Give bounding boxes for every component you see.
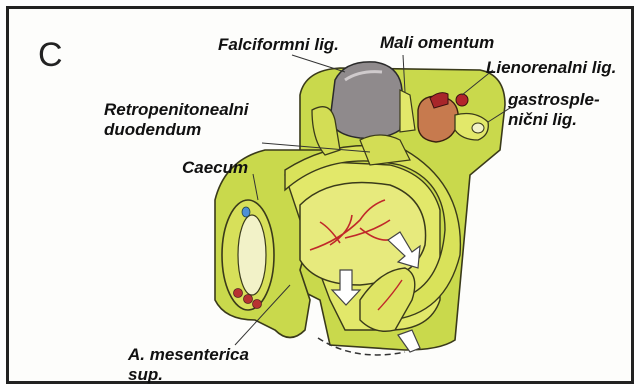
label-caecum: Caecum (182, 158, 248, 177)
label-mesenteric-line1: A. mesenterica (128, 345, 249, 364)
artery-dot-1 (234, 289, 243, 298)
label-duodenum-line1: Retropenitonealni (104, 100, 249, 119)
caecum-dot (242, 207, 250, 217)
leader-falciform (292, 55, 345, 72)
artery-dot-2 (244, 295, 253, 304)
caecum-inner (238, 215, 266, 295)
label-mesenteric-line2: sup. (128, 365, 163, 384)
label-duodenum-line2: duodendum (104, 120, 201, 139)
gastrosplenic-fold (472, 123, 484, 133)
label-gastrosplenic-line2: nični lig. (508, 110, 577, 129)
label-lesser-omentum: Mali omentum (380, 33, 494, 52)
label-gastrosplenic-line1: gastrosple- (508, 90, 600, 109)
kidney-dot (456, 94, 468, 106)
artery-dot-3 (253, 300, 262, 309)
label-lienorenal-ligament: Lienorenalni lig. (486, 58, 616, 77)
label-falciform-ligament: Falciformni lig. (218, 35, 339, 54)
